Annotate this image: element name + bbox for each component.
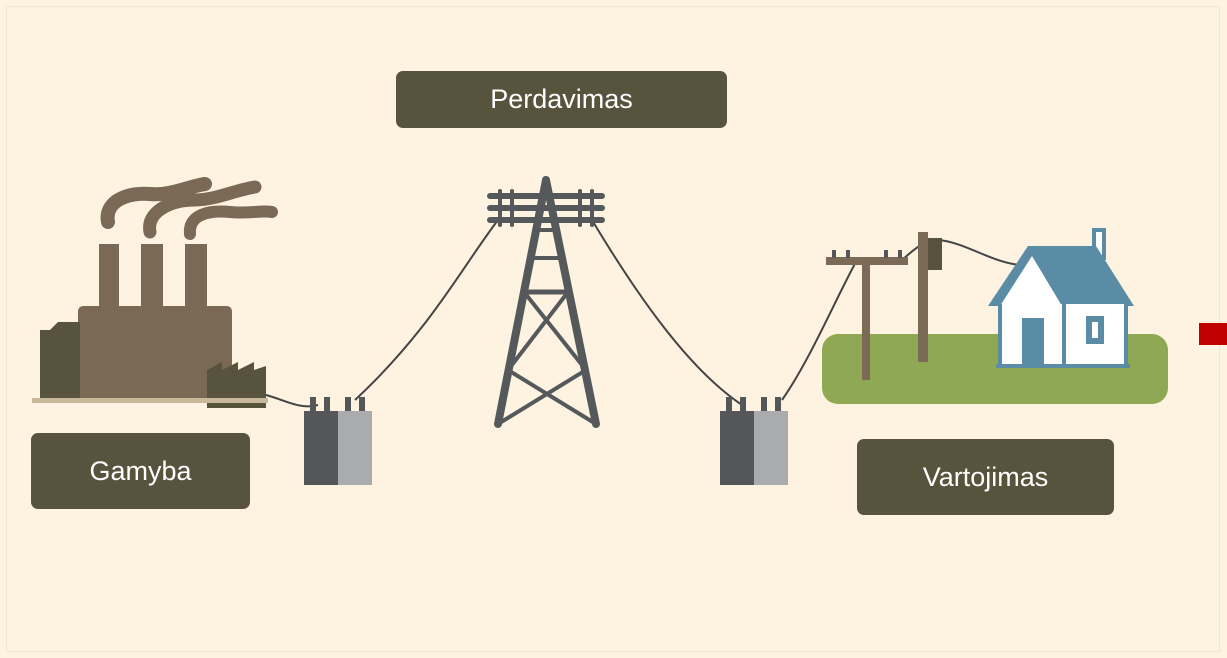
- generation-label-text: Gamyba: [89, 455, 192, 486]
- utility-pole-icon: [826, 232, 942, 380]
- consumption-label: Vartojimas: [857, 439, 1114, 515]
- consumption-label-text: Vartojimas: [922, 461, 1049, 492]
- transformer-icon: [720, 397, 788, 485]
- transmission-label-text: Perdavimas: [490, 84, 633, 114]
- red-marker: [1199, 323, 1227, 345]
- transformer-icon: [304, 397, 372, 485]
- factory-icon: [32, 177, 278, 408]
- transmission-label: Perdavimas: [396, 71, 727, 128]
- power-tower-icon: [487, 176, 605, 428]
- generation-label: Gamyba: [31, 433, 250, 509]
- house-icon: [988, 228, 1134, 368]
